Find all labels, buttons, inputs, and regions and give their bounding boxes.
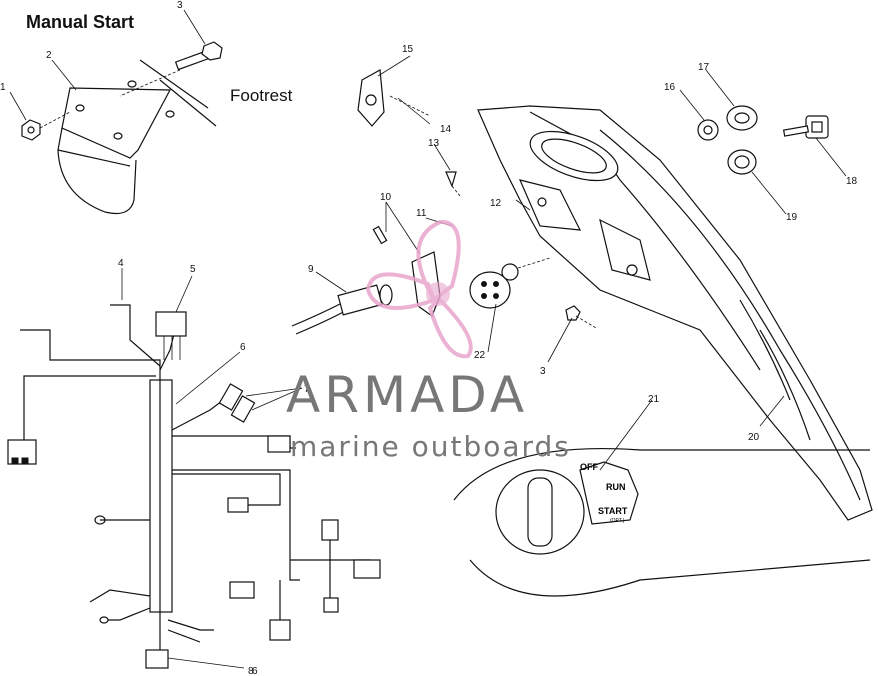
switch-run-label: RUN [606,482,626,492]
wiring-harness [7,304,381,669]
callout-16: 16 [664,82,676,93]
watermark-brand: ARMADA [286,366,528,424]
switch-off-label: OFF [580,462,598,472]
nut-part-19 [727,149,757,175]
callout-3: 3 [177,0,183,11]
callout-9: 9 [308,264,314,275]
callout-22: 22 [474,350,486,361]
callout-10: 10 [380,192,392,203]
key-part-18 [782,115,829,139]
nut-part-1 [21,111,71,141]
watermark-tagline: marine outboards [290,430,571,463]
callout-7: 7 [304,384,310,395]
pull-cable-part-9 [291,284,393,335]
callout-11: 11 [416,208,427,219]
watermark: ARMADA marine outboards [286,219,571,463]
callout-19: 19 [786,212,798,223]
switch-start-sub-label: (OPT.) [610,518,625,524]
callout-12: 12 [490,198,502,209]
switch-position-labels: OFF RUN START (OPT.) [580,462,628,524]
screw-part-13 [445,171,461,197]
callout-18: 18 [846,176,858,187]
key-switch-part-22 [469,257,551,309]
callout-2: 2 [46,50,52,61]
callout-1: 1 [0,82,6,93]
bezel-part-17 [726,105,758,131]
callout-4: 4 [118,258,124,269]
steering-console [477,105,873,521]
callout-numbers: 1 2 3 4 5 6 7 8 9 10 11 12 13 14 15 16 1… [0,0,858,676]
bolt-part-3 [119,41,223,97]
callout-17: 17 [698,62,710,73]
callout-8: 8 [248,666,254,676]
footrest-plate [57,87,171,215]
callout-15: 15 [402,44,414,55]
bracket-part-15 [357,69,431,127]
diagram-title: Manual Start [26,12,135,32]
lock-washer-part-16 [697,119,719,141]
callout-21: 21 [648,394,660,405]
switch-start-label: START [598,506,628,516]
callout-6b: 6 [252,666,258,676]
screw-part-3b [565,305,597,329]
callout-6: 6 [240,342,246,353]
switch-panel-detail [453,447,871,597]
callout-5: 5 [190,264,196,275]
callout-14: 14 [440,124,452,135]
callout-3b: 3 [540,366,546,377]
callout-13: 13 [428,138,440,149]
footrest-label: Footrest [230,86,293,105]
propeller-logo-icon [365,219,473,359]
callout-20: 20 [748,432,760,443]
footrest-edge [127,59,217,127]
